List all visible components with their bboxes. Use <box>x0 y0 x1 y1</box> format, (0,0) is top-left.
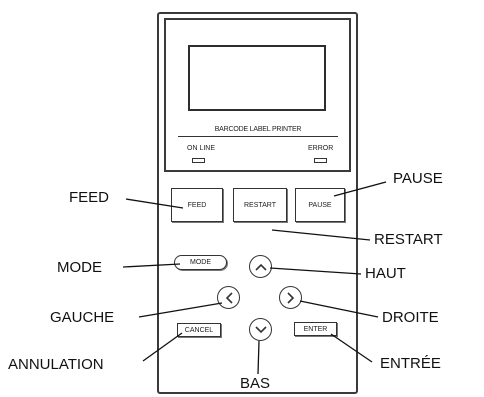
leader-pause <box>333 181 387 197</box>
lcd-screen <box>188 45 326 111</box>
leader-right <box>299 300 379 318</box>
callout-pause: PAUSE <box>393 170 443 187</box>
chevron-down-icon <box>254 325 267 334</box>
callout-cancel: ANNULATION <box>8 356 104 373</box>
online-led-label: ON LINE <box>187 145 216 152</box>
chevron-up-icon <box>254 263 267 271</box>
leader-restart <box>271 229 371 241</box>
callout-up: HAUT <box>365 265 406 282</box>
leader-enter <box>330 333 373 363</box>
label-underline <box>178 136 338 137</box>
leader-cancel <box>142 332 183 362</box>
enter-button[interactable]: ENTER <box>294 322 337 336</box>
leader-left <box>138 302 223 318</box>
callout-down: BAS <box>240 375 271 392</box>
up-button[interactable] <box>249 255 272 278</box>
callout-feed: FEED <box>69 189 110 206</box>
callout-mode: MODE <box>57 259 102 276</box>
feed-button[interactable]: FEED <box>171 188 223 222</box>
down-button[interactable] <box>249 318 272 341</box>
error-led <box>314 158 327 163</box>
left-button[interactable] <box>217 286 240 309</box>
online-led <box>192 158 205 163</box>
leader-mode <box>122 263 181 268</box>
right-button[interactable] <box>279 286 302 309</box>
chevron-right-icon <box>286 291 295 304</box>
leader-down <box>257 340 260 375</box>
leader-feed <box>125 198 184 209</box>
callout-left: GAUCHE <box>50 309 115 326</box>
callout-right: DROITE <box>382 309 439 326</box>
callout-restart: RESTART <box>374 231 443 248</box>
mode-button[interactable]: MODE <box>174 255 227 270</box>
chevron-left-icon <box>225 291 233 304</box>
pause-button[interactable]: PAUSE <box>295 188 345 222</box>
error-led-label: ERROR <box>308 145 334 152</box>
cancel-button[interactable]: CANCEL <box>177 323 221 337</box>
leader-up <box>269 267 362 275</box>
callout-enter: ENTRÉE <box>380 355 441 372</box>
restart-button[interactable]: RESTART <box>233 188 287 222</box>
printer-model-label: BARCODE LABEL PRINTER <box>214 126 302 133</box>
